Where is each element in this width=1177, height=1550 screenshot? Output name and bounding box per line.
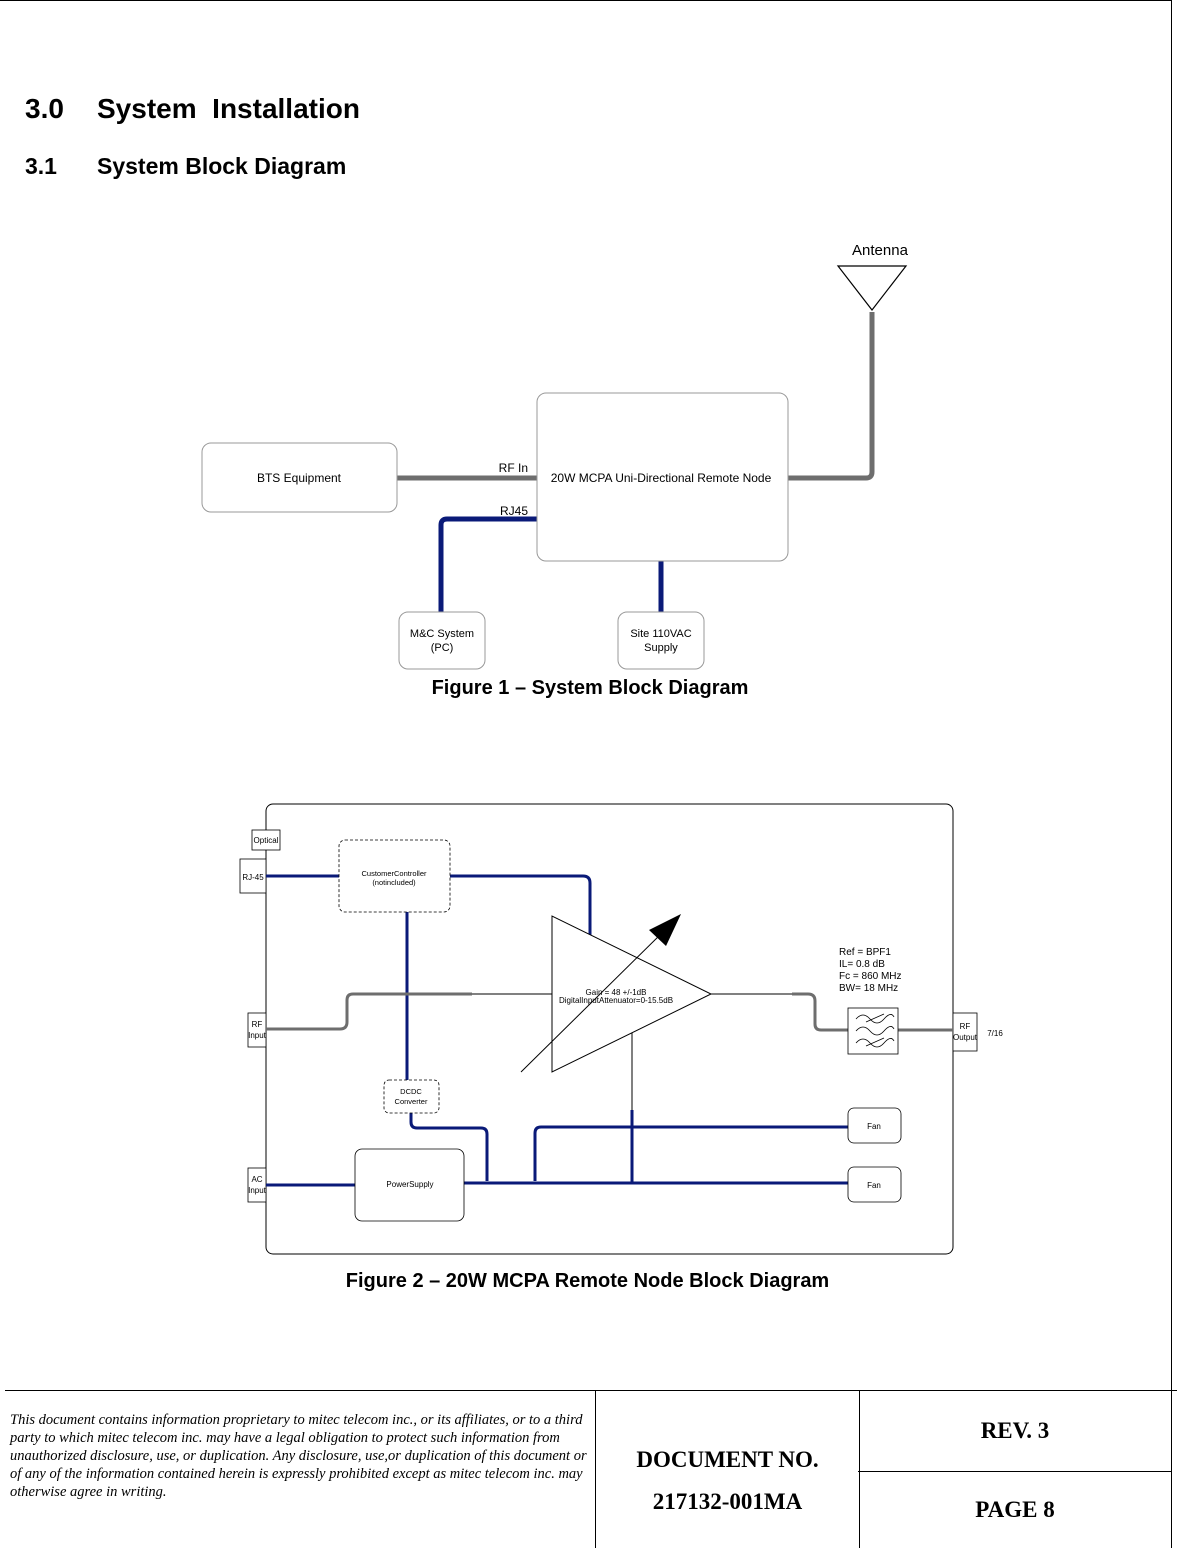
antenna-label: Antenna: [852, 242, 909, 259]
controller-label-line1: CustomerController: [361, 869, 427, 878]
filter-ref-label: Ref = BPF1: [839, 947, 891, 958]
bandpass-filter-icon: [847, 1007, 899, 1055]
dcdc-converter-box: [383, 1079, 440, 1114]
rf-input-port: [247, 1012, 267, 1048]
dcdc-label-line1: DCDC: [400, 1087, 422, 1096]
remote-node-box: [536, 392, 789, 562]
fan1-label: Fan: [867, 1122, 881, 1131]
filter-input-cable: [792, 992, 848, 1032]
controller-to-amp-cable: [449, 874, 592, 935]
rf-output-label-line1: RF: [960, 1022, 971, 1031]
ac-input-label-line1: AC: [251, 1175, 262, 1184]
bts-equipment-box: [201, 442, 398, 513]
power-supply-label: PowerSupply: [386, 1180, 433, 1189]
proprietary-disclaimer: This document contains information propr…: [10, 1412, 587, 1500]
subsection-number: 3.1: [25, 153, 57, 179]
rf-output-port: [952, 1012, 978, 1052]
figure1-caption: Figure 1 – System Block Diagram: [431, 677, 749, 699]
rf-cable-node-antenna: [787, 312, 875, 481]
optical-port-label: Optical: [254, 836, 279, 845]
ac-input-label-line2: Input: [248, 1186, 267, 1195]
section-number: 3.0: [25, 93, 64, 124]
site-supply-box: [617, 611, 705, 670]
amp-gain-label: Gain = 48 +/-1dB: [586, 988, 647, 997]
customer-controller-box: [338, 839, 451, 913]
mc-system-label-line1: M&C System: [410, 628, 474, 640]
figure2-diagram: Optical RJ-45 RF Input AC Input RF Outpu…: [239, 803, 1003, 1255]
site-supply-label-line1: Site 110VAC: [630, 628, 691, 640]
ac-input-port: [247, 1167, 267, 1203]
antenna-icon: [836, 265, 908, 311]
mc-system-box: [398, 611, 486, 670]
figure2-caption: Figure 2 – 20W MCPA Remote Node Block Di…: [345, 1270, 830, 1292]
power-supply-box: [354, 1148, 465, 1222]
amplifier-symbol: [551, 915, 713, 1073]
variable-gain-arrow: [520, 929, 666, 1073]
document-number: 217132-001MA: [652, 1489, 803, 1514]
page-number: PAGE 8: [975, 1497, 1055, 1522]
variable-gain-arrowhead: [649, 914, 681, 946]
fan1-box: [847, 1107, 902, 1144]
rf-input-cable: [266, 992, 472, 1031]
amp-attenuator-label: DigitalInputAttenuator=0-15.5dB: [559, 996, 673, 1005]
section-heading: 3.0 System Installation: [25, 93, 360, 125]
document-number-cell: DOCUMENT NO. 217132-001MA: [595, 1391, 860, 1548]
rf-input-label-line2: Input: [248, 1031, 267, 1040]
rf-input-label-line1: RF: [252, 1020, 263, 1029]
site-supply-label-line2: Supply: [644, 642, 678, 654]
revision: REV. 3: [858, 1391, 1172, 1472]
optical-port: [251, 829, 281, 851]
document-number-label: DOCUMENT NO.: [636, 1447, 819, 1472]
rj45-label: RJ45: [500, 504, 528, 518]
fan1-feed-cable: [533, 1125, 848, 1181]
fan2-label: Fan: [867, 1181, 881, 1190]
connector-label: 7/16: [987, 1029, 1003, 1038]
controller-label-line2: (notincluded): [372, 878, 416, 887]
rj45-port-label: RJ-45: [242, 873, 264, 882]
rf-in-label: RF In: [499, 461, 528, 475]
data-cable-mc-node: [438, 516, 537, 612]
bts-equipment-label: BTS Equipment: [257, 471, 342, 485]
filter-fc-label: Fc = 860 MHz: [839, 971, 902, 982]
section-title: System Installation: [97, 93, 360, 124]
remote-node-label: 20W MCPA Uni-Directional Remote Node: [551, 471, 772, 485]
figure1-diagram: Antenna BTS Equipment 20W MCPA Uni-Direc…: [201, 242, 909, 670]
subsection-heading: 3.1 System Block Diagram: [25, 153, 346, 180]
subsection-title: System Block Diagram: [97, 153, 347, 179]
mc-system-label-line2: (PC): [431, 642, 454, 654]
document-footer: This document contains information propr…: [5, 1390, 1177, 1548]
dcdc-to-bus-cable: [409, 1113, 489, 1181]
filter-bw-label: BW= 18 MHz: [839, 983, 898, 994]
rf-output-label-line2: Output: [953, 1033, 978, 1042]
filter-il-label: IL= 0.8 dB: [839, 959, 885, 970]
fan2-box: [847, 1166, 902, 1203]
dcdc-label-line2: Converter: [395, 1097, 428, 1106]
